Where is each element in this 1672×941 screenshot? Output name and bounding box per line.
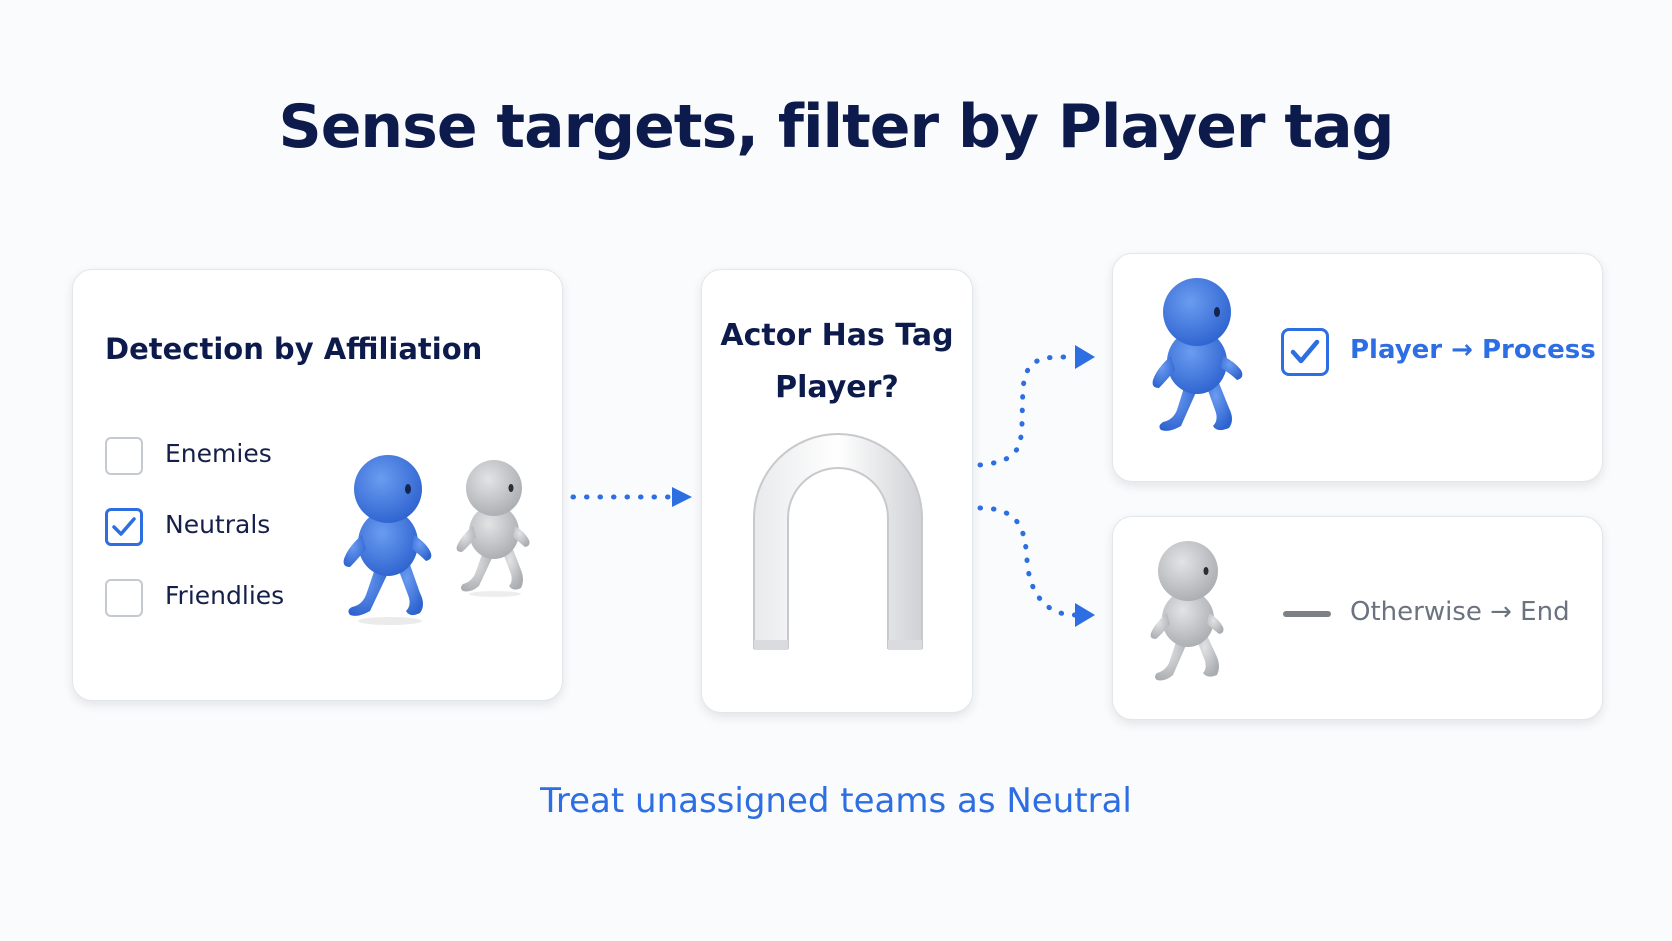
branch-arrows (977, 345, 1095, 627)
enemies-checkbox[interactable] (105, 437, 143, 475)
neutrals-label: Neutrals (165, 510, 271, 539)
neutrals-checkbox[interactable] (105, 508, 143, 546)
friendlies-checkbox[interactable] (105, 579, 143, 617)
otherwise-label: Otherwise → End (1350, 597, 1570, 627)
diagram-title: Sense targets, filter by Player tag (278, 92, 1394, 162)
arrow-to-condition (570, 487, 692, 507)
checkmark-icon (112, 517, 136, 536)
other-character-icon (456, 460, 530, 597)
friendlies-label: Friendlies (165, 581, 285, 610)
affiliation-heading: Detection by Affiliation (105, 332, 483, 366)
player-outcome-card: Player → Process (1112, 253, 1603, 482)
condition-line-2: Player? (775, 370, 899, 405)
process-label: Player → Process (1350, 335, 1596, 365)
player-character-icon (1152, 278, 1243, 431)
affiliation-card: Detection by Affiliation Enemies Neutral… (72, 269, 563, 701)
checkmark-icon (1290, 339, 1319, 363)
other-character-icon (1150, 541, 1224, 681)
condition-line-1: Actor Has Tag (720, 318, 954, 353)
dash-icon (1283, 611, 1331, 617)
otherwise-outcome-card: Otherwise → End (1112, 516, 1603, 720)
magnet-icon (753, 433, 923, 650)
footer-note: Treat unassigned teams as Neutral (540, 781, 1132, 821)
process-checkbox[interactable] (1281, 328, 1329, 376)
enemies-label: Enemies (165, 439, 272, 468)
condition-label: Actor Has Tag Player? (702, 310, 972, 414)
player-character-icon (343, 455, 432, 625)
condition-card: Actor Has Tag Player? (701, 269, 973, 713)
